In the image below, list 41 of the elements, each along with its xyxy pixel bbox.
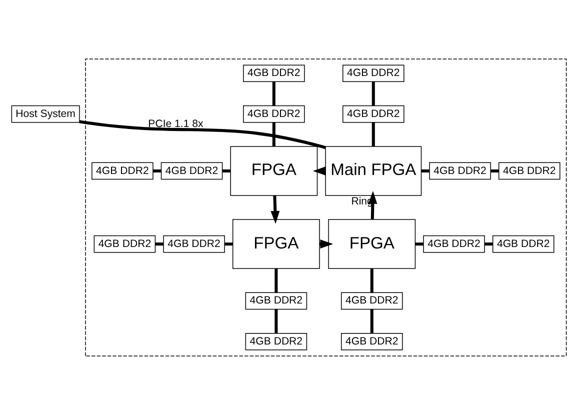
connector	[372, 122, 375, 146]
arrow	[270, 196, 280, 224]
node-box: FPGA	[328, 219, 416, 269]
node-box: 4GB DDR2	[92, 162, 154, 180]
node-box: 4GB DDR2	[245, 292, 308, 310]
node-box: 4GB DDR2	[340, 332, 403, 350]
node-box: FPGA	[232, 219, 320, 269]
node-box: 4GB DDR2	[492, 235, 554, 253]
connector	[490, 169, 499, 172]
connector	[484, 242, 493, 246]
node-box: Host System	[11, 105, 80, 123]
connector	[272, 122, 276, 146]
node-box: 4GB DDR2	[243, 64, 305, 82]
node-box: 4GB DDR2	[163, 235, 225, 253]
node-box: 4GB DDR2	[245, 332, 308, 350]
connector	[372, 82, 375, 106]
connector	[370, 268, 374, 292]
arrow	[368, 190, 378, 220]
connector	[153, 169, 162, 172]
node-box: 4GB DDR2	[94, 235, 156, 253]
edge-label: PCIe 1.1 8x	[148, 118, 204, 130]
connector	[224, 242, 233, 246]
cluster	[85, 58, 567, 356]
node-box: 4GB DDR2	[342, 64, 404, 82]
node-box: 4GB DDR2	[429, 162, 491, 180]
connector	[79, 120, 326, 150]
connector	[416, 242, 424, 246]
connector	[272, 82, 276, 106]
node-box: 4GB DDR2	[340, 292, 403, 310]
node-box: 4GB DDR2	[423, 235, 485, 253]
node-box: 4GB DDR2	[498, 162, 560, 180]
connector	[421, 169, 430, 172]
node-box: 4GB DDR2	[243, 105, 305, 123]
connector	[222, 169, 230, 172]
connector	[155, 242, 164, 246]
connector	[370, 309, 374, 334]
node-box: 4GB DDR2	[342, 105, 404, 123]
node-box: 4GB DDR2	[160, 162, 223, 180]
connector	[274, 309, 278, 334]
connector	[274, 268, 278, 292]
node-box: FPGA	[230, 146, 318, 196]
